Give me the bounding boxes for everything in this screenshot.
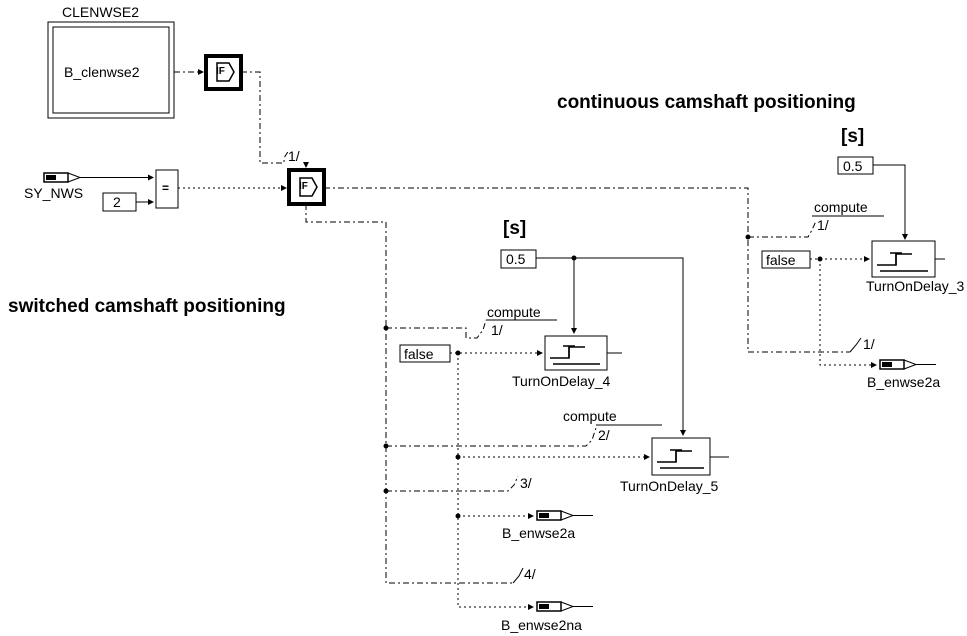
port-label-right-out: 1/ (863, 336, 875, 352)
output-port-left-2[interactable] (536, 601, 593, 612)
compute-label-left-1: compute (487, 304, 541, 320)
false-label-left: false (404, 346, 434, 362)
unit-label-left: [s] (503, 218, 527, 239)
delay-const-left: 0.5 (506, 251, 526, 267)
turn-on-delay-3 (871, 240, 936, 278)
compute-label-right: compute (814, 199, 868, 215)
output-label-left-1: B_enwse2a (502, 525, 576, 541)
output-label-right: B_enwse2a (867, 374, 941, 390)
port-label-left-1: 1/ (491, 322, 503, 338)
if-label-2: IF (299, 181, 308, 192)
heading-continuous: continuous camshaft positioning (557, 92, 856, 113)
port-label-left-2: 2/ (598, 427, 610, 443)
input-port-sy-nws[interactable] (43, 172, 82, 183)
unit-label-right: [s] (841, 126, 865, 147)
turn-on-delay-5 (651, 437, 711, 476)
const-2-value: 2 (113, 194, 121, 210)
compute-label-left-2: compute (563, 408, 617, 424)
output-label-left-2: B_enwse2na (501, 617, 582, 633)
if-label-1: IF (216, 66, 225, 77)
port-label-if1-out1: 1/ (288, 148, 300, 164)
block-label-tod3: TurnOnDelay_3 (866, 278, 965, 294)
subsystem-port-label: B_clenwse2 (64, 64, 140, 80)
input-label-sy-nws: SY_NWS (24, 185, 84, 201)
turn-on-delay-4 (544, 335, 608, 371)
port-label-left-4: 4/ (524, 566, 536, 582)
subsystem-title: CLENWSE2 (62, 4, 140, 20)
output-port-left-1[interactable] (536, 510, 593, 521)
port-label-right-1: 1/ (817, 217, 829, 233)
output-port-right[interactable] (879, 359, 936, 370)
delay-const-right: 0.5 (843, 158, 863, 174)
port-label-left-3: 3/ (520, 475, 532, 491)
false-label-right: false (766, 252, 796, 268)
heading-switched: switched camshaft positioning (8, 296, 286, 317)
equal-operator: = (162, 181, 170, 195)
block-label-tod5: TurnOnDelay_5 (620, 478, 719, 494)
block-label-tod4: TurnOnDelay_4 (512, 373, 611, 389)
